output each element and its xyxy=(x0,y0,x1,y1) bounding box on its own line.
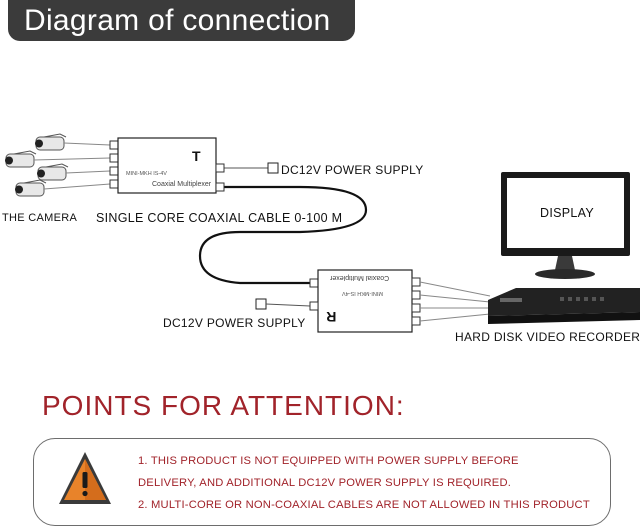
attention-title: POINTS FOR ATTENTION: xyxy=(42,390,405,421)
page-title: Diagram of connection xyxy=(8,0,355,41)
power-supply-bottom-label: DC12V POWER SUPPLY xyxy=(163,316,306,330)
warning-triangle-icon xyxy=(59,452,111,504)
notice-box xyxy=(33,438,611,526)
dvr-recorder-icon xyxy=(488,288,640,324)
camera-label: THE CAMERA xyxy=(2,212,78,224)
transmitter-model: MINI-MKH IS-4V xyxy=(126,171,167,177)
display-monitor-icon xyxy=(501,172,630,279)
receiver-name: Coaxial Multiplexer xyxy=(330,274,390,281)
camera-icon xyxy=(5,150,37,168)
camera-icon xyxy=(35,133,67,151)
display-label: DISPLAY xyxy=(540,206,594,220)
power-supply-top-label: DC12V POWER SUPPLY xyxy=(281,163,424,177)
power-connector-icon xyxy=(267,162,279,174)
connection-diagram xyxy=(5,133,640,333)
note-1-line-1: 1. THIS PRODUCT IS NOT EQUIPPED WITH POW… xyxy=(138,455,519,467)
transmitter-mark: T xyxy=(192,148,201,164)
transmitter-name: Coaxial Multiplexer xyxy=(152,181,212,188)
receiver-unit xyxy=(317,269,413,333)
note-1-line-2: DELIVERY, AND ADDITIONAL DC12V POWER SUP… xyxy=(138,477,512,489)
dvr-label: HARD DISK VIDEO RECORDER xyxy=(455,330,640,344)
receiver-model: MINI-MKH IS-4V xyxy=(342,290,383,296)
receiver-mark: R xyxy=(326,309,337,325)
coaxial-cable xyxy=(198,185,368,285)
camera-icon xyxy=(37,163,69,181)
camera-icon xyxy=(15,179,47,197)
power-connector-icon xyxy=(255,298,267,310)
note-2: 2. MULTI-CORE OR NON-COAXIAL CABLES ARE … xyxy=(138,499,590,511)
transmitter-unit xyxy=(117,137,217,194)
cable-label: SINGLE CORE COAXIAL CABLE 0-100 M xyxy=(96,211,343,225)
